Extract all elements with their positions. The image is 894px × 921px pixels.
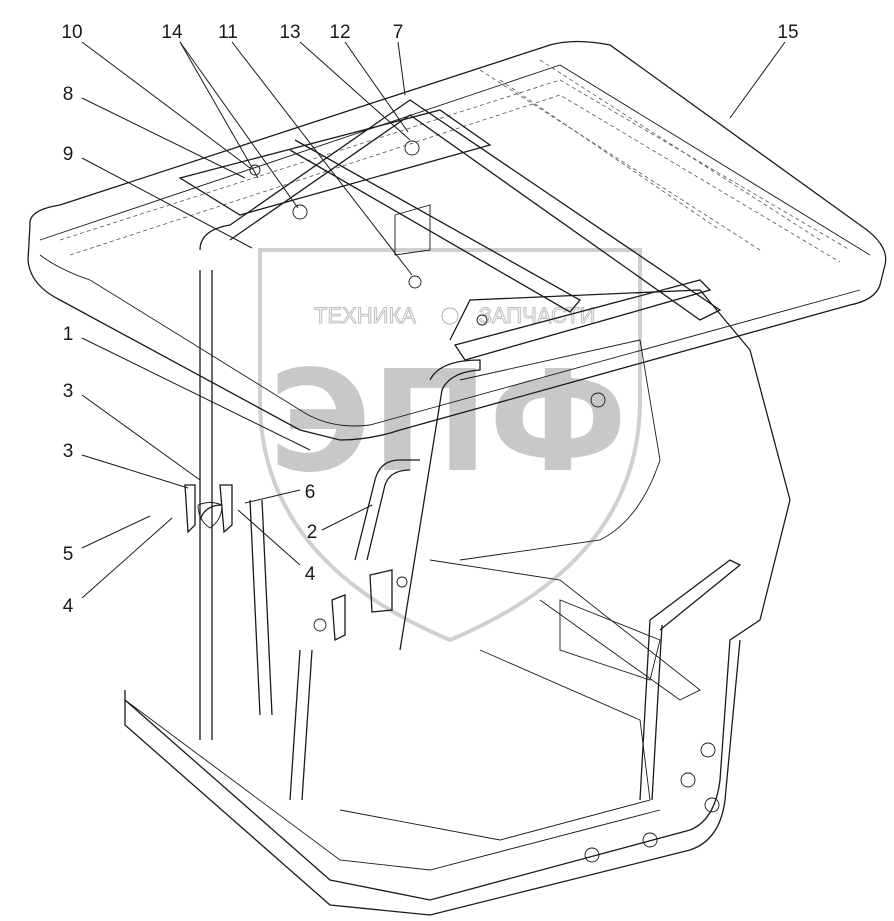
callout-5: 5 bbox=[63, 544, 74, 565]
callout-6: 6 bbox=[305, 482, 316, 503]
callout-3a: 3 bbox=[63, 381, 74, 402]
callout-11: 11 bbox=[218, 22, 238, 43]
callout-8: 8 bbox=[63, 84, 74, 105]
watermark: ЭПФ ТЕХНИКА ЗАПЧАСТИ bbox=[258, 248, 642, 643]
callout-4a: 4 bbox=[63, 596, 74, 617]
callout-3b: 3 bbox=[63, 441, 74, 462]
callout-7: 7 bbox=[393, 22, 404, 43]
watermark-right-word: ЗАПЧАСТИ bbox=[479, 303, 596, 328]
callout-1: 1 bbox=[63, 324, 74, 345]
callout-13: 13 bbox=[279, 22, 300, 43]
hinge-brackets bbox=[184, 140, 720, 863]
roof-cross-bars bbox=[178, 99, 722, 361]
watermark-left-word: ТЕХНИКА bbox=[314, 303, 416, 328]
watermark-shield bbox=[258, 248, 642, 643]
leader-lines bbox=[81, 41, 786, 599]
callout-9: 9 bbox=[63, 144, 74, 165]
callout-4b: 4 bbox=[305, 564, 316, 585]
frame-posts bbox=[199, 270, 742, 801]
callout-2: 2 bbox=[307, 522, 318, 543]
callout-10: 10 bbox=[61, 22, 82, 43]
cab-body bbox=[124, 289, 791, 916]
callouts: 10 14 11 13 12 7 15 8 9 1 3 3 6 2 5 4 4 bbox=[61, 22, 798, 617]
roof-canopy bbox=[27, 40, 887, 441]
callout-14: 14 bbox=[161, 22, 183, 43]
callout-15: 15 bbox=[777, 22, 798, 43]
gear-icon bbox=[441, 307, 459, 325]
callout-12: 12 bbox=[329, 22, 350, 43]
